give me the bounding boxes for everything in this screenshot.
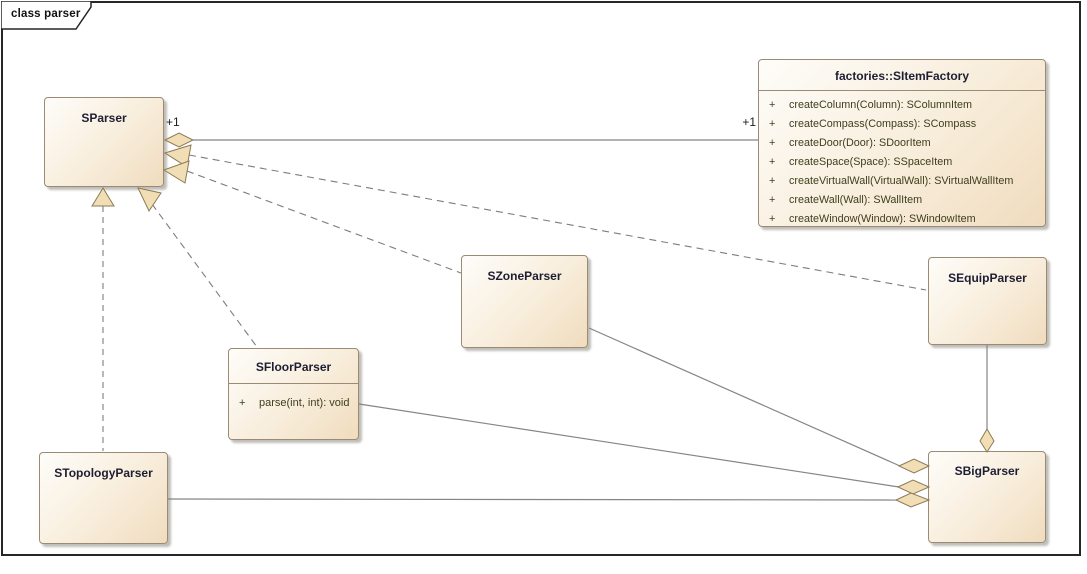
method-signature: createWindow(Window): SWindowItem — [789, 213, 976, 225]
method-visibility: + — [769, 137, 776, 149]
method-row: + createVirtualWall(VirtualWall): SVirtua… — [759, 172, 1045, 191]
class-stopologyparser[interactable]: STopologyParser — [39, 452, 168, 544]
method-signature: createColumn(Column): SColumnItem — [789, 99, 973, 111]
method-signature: createCompass(Compass): SCompass — [789, 118, 977, 130]
method-list: + parse(int, int): void — [229, 384, 358, 411]
diagram-title: class parser — [11, 8, 81, 20]
class-name: SBigParser — [954, 464, 1020, 478]
multiplicity-label-target: +1 — [742, 115, 756, 129]
class-name: SFloorParser — [229, 349, 358, 384]
method-row: + createSpace(Space): SSpaceItem — [759, 153, 1045, 172]
class-name: factories::SItemFactory — [759, 60, 1045, 91]
method-row: + createColumn(Column): SColumnItem — [759, 96, 1045, 115]
method-visibility: + — [769, 156, 776, 168]
method-signature: parse(int, int): void — [259, 397, 350, 409]
method-signature: createWall(Wall): SWallItem — [789, 194, 923, 206]
method-visibility: + — [769, 213, 776, 225]
diagram-frame-tab — [1, 1, 92, 30]
class-sbigparser[interactable]: SBigParser — [928, 451, 1046, 543]
method-row: + createCompass(Compass): SCompass — [759, 115, 1045, 134]
class-name: SParser — [81, 111, 127, 125]
method-visibility: + — [769, 118, 776, 130]
method-signature: createSpace(Space): SSpaceItem — [789, 156, 953, 168]
class-name: STopologyParser — [54, 466, 153, 480]
method-row: + createWindow(Window): SWindowItem — [759, 210, 1045, 229]
method-signature: createDoor(Door): SDoorItem — [789, 137, 931, 149]
method-row: + createWall(Wall): SWallItem — [759, 191, 1045, 210]
class-name: SZoneParser — [487, 269, 562, 283]
method-list: + createColumn(Column): SColumnItem + creat… — [759, 91, 1045, 229]
class-szoneparser[interactable]: SZoneParser — [461, 255, 588, 348]
method-visibility: + — [769, 194, 776, 206]
class-sfloorparser[interactable]: SFloorParser + parse(int, int): void — [228, 348, 359, 440]
class-name: SEquipParser — [948, 271, 1027, 285]
method-row: + parse(int, int): void — [229, 389, 358, 411]
class-sitemfactory[interactable]: factories::SItemFactory + createColumn(Co… — [758, 59, 1046, 227]
class-sparser[interactable]: SParser — [44, 97, 164, 187]
multiplicity-label-source: +1 — [166, 115, 180, 129]
method-row: + createDoor(Door): SDoorItem — [759, 134, 1045, 153]
method-visibility: + — [769, 99, 776, 111]
frame-tab-shape — [1, 1, 92, 30]
method-visibility: + — [769, 175, 776, 187]
method-visibility: + — [239, 397, 246, 409]
method-signature: createVirtualWall(VirtualWall): SVirtual… — [789, 175, 1014, 187]
class-sequipparser[interactable]: SEquipParser — [928, 257, 1047, 345]
